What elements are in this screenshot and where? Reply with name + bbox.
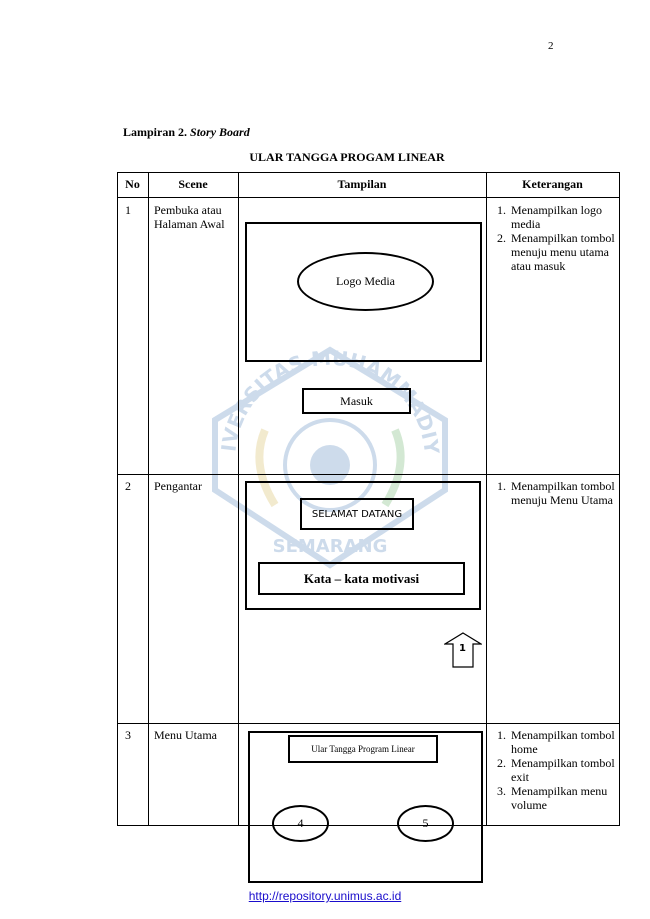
up-arrow-icon[interactable] <box>444 632 482 668</box>
repository-link[interactable]: http://repository.unimus.ac.id <box>248 889 402 903</box>
menu-screen-frame <box>248 731 483 883</box>
row-3-no: 3 <box>125 728 131 742</box>
row-1-no: 1 <box>125 203 131 217</box>
selamat-datang-box: SELAMAT DATANG <box>300 498 414 530</box>
app-title-box: Ular Tangga Program Linear <box>288 735 438 763</box>
row-1-ket-item: Menampilkan tombol menuju menu utama ata… <box>509 231 617 273</box>
nav-badge: 1 <box>459 643 466 654</box>
app-title-label: Ular Tangga Program Linear <box>311 744 415 754</box>
masuk-button-label: Masuk <box>340 394 373 408</box>
motivation-text-label: Kata – kata motivasi <box>303 570 420 586</box>
selamat-datang-label: SELAMAT DATANG <box>311 508 403 520</box>
menu-circle-left-label: 4 <box>297 816 304 830</box>
row-1-scene: Pembuka atau Halaman Awal <box>154 203 225 231</box>
menu-circle-left[interactable]: 4 <box>272 805 329 842</box>
row-3-ket-item: Menampilkan tombol home <box>509 728 617 756</box>
watermark-bottom-text: SEMARANG <box>273 536 388 557</box>
document-title: ULAR TANGGA PROGAM LINEAR <box>249 150 445 164</box>
menu-circle-right[interactable]: 5 <box>397 805 454 842</box>
university-watermark-logo: UNIVERSITAS MUHAMMADIYAH SEMARANG <box>205 340 448 569</box>
row-3-ket-item: Menampilkan tombol exit <box>509 756 617 784</box>
heading-prefix: Lampiran 2. <box>123 125 191 139</box>
header-scene: Scene <box>178 177 208 191</box>
masuk-button[interactable]: Masuk <box>302 388 411 414</box>
footer: http://repository.unimus.ac.id <box>0 889 650 903</box>
row-1-ket-item: Menampilkan logo media <box>509 203 617 231</box>
storyboard-table: No Scene Tampilan Keterangan 1 Pembuka a… <box>117 172 620 826</box>
menu-circle-right-label: 5 <box>422 816 429 830</box>
row-3-scene: Menu Utama <box>154 728 217 742</box>
logo-media-ellipse: Logo Media <box>297 252 434 311</box>
appendix-heading: Lampiran 2. Story Board <box>123 125 250 140</box>
row-3-keterangan: Menampilkan tombol home Menampilkan tomb… <box>493 728 617 812</box>
header-no: No <box>125 177 140 191</box>
intro-screen-frame <box>245 481 481 610</box>
row-2-ket-item: Menampilkan tombol menuju Menu Utama <box>509 479 617 507</box>
logo-media-label: Logo Media <box>336 274 395 288</box>
opening-screen-frame <box>245 222 482 362</box>
motivation-text-box: Kata – kata motivasi <box>258 562 465 595</box>
row-3-ket-item: Menampilkan menu volume <box>509 784 617 812</box>
header-keterangan: Keterangan <box>522 177 583 191</box>
heading-emphasis: Story Board <box>190 125 250 139</box>
row-2-no: 2 <box>125 479 131 493</box>
page-number: 2 <box>548 40 554 52</box>
row-2-keterangan: Menampilkan tombol menuju Menu Utama <box>493 479 617 507</box>
header-tampilan: Tampilan <box>337 177 387 191</box>
row-2-scene: Pengantar <box>154 479 202 493</box>
row-1-keterangan: Menampilkan logo media Menampilkan tombo… <box>493 203 617 273</box>
